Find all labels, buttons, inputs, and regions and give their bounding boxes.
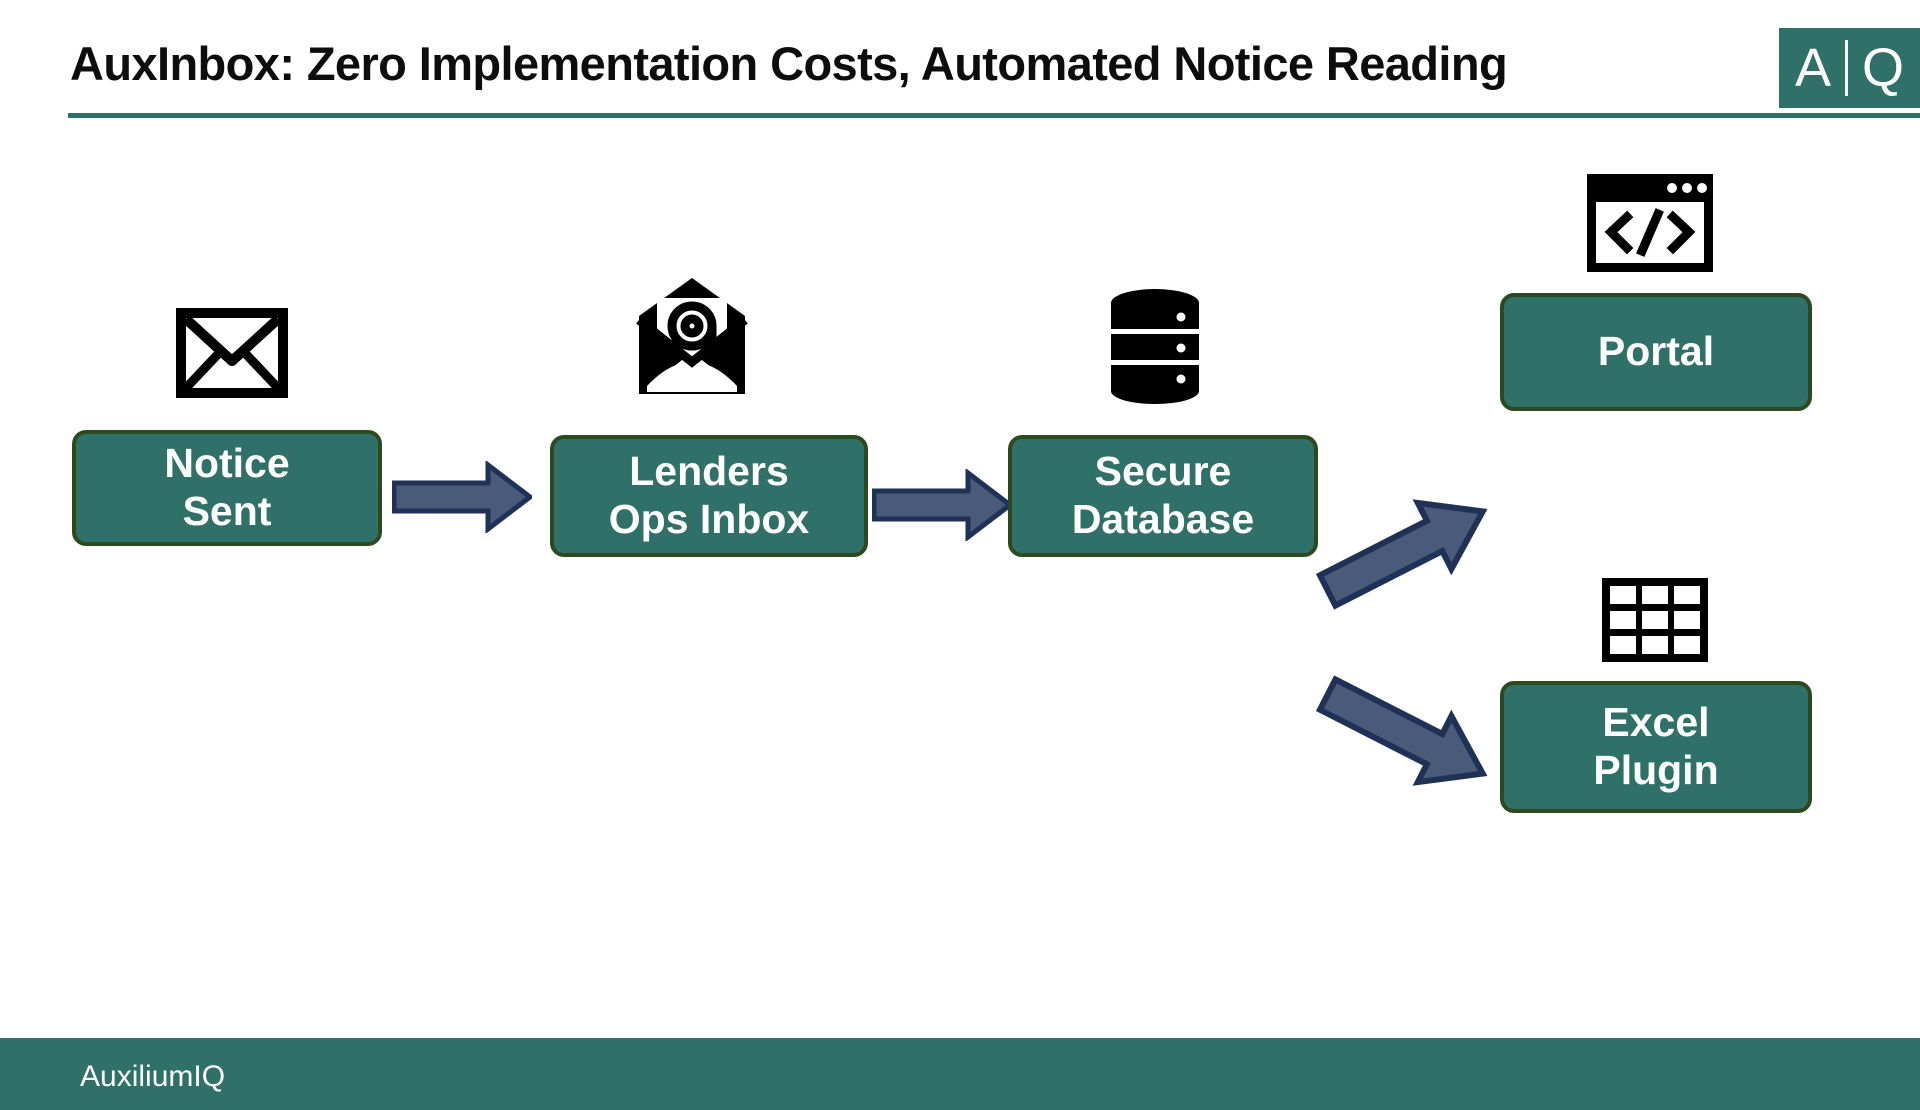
flow-node-portal[interactable]: Portal bbox=[1500, 293, 1812, 411]
spreadsheet-grid-icon bbox=[1602, 578, 1708, 667]
flow-node-secure-database[interactable]: Secure Database bbox=[1008, 435, 1318, 557]
page-title: AuxInbox: Zero Implementation Costs, Aut… bbox=[70, 37, 1508, 90]
node-line-2: Plugin bbox=[1593, 747, 1719, 793]
envelope-closed-icon bbox=[176, 308, 288, 403]
code-window-icon bbox=[1587, 174, 1713, 277]
node-line-1: Notice bbox=[164, 440, 290, 487]
arrow-database-to-portal bbox=[1312, 485, 1502, 620]
slide-header: AuxInbox: Zero Implementation Costs, Aut… bbox=[0, 0, 1920, 128]
brand-divider bbox=[1845, 40, 1848, 96]
footer-company-name: AuxiliumIQ bbox=[80, 1060, 226, 1093]
node-line-2: Sent bbox=[182, 488, 272, 534]
node-line-1: Excel bbox=[1602, 699, 1710, 746]
arrow-database-to-excel bbox=[1312, 670, 1502, 805]
arrow-notice-to-inbox bbox=[391, 459, 535, 538]
brand-letter-q: Q bbox=[1862, 38, 1905, 98]
flow-node-notice-sent[interactable]: Notice Sent bbox=[72, 430, 382, 546]
slide-footer: AuxiliumIQ bbox=[0, 1038, 1920, 1110]
flow-node-excel-plugin[interactable]: Excel Plugin bbox=[1500, 681, 1812, 813]
node-line-2: Ops Inbox bbox=[608, 496, 810, 542]
flow-node-secure-database-label: Secure Database bbox=[1062, 448, 1264, 544]
title-underline-rule bbox=[68, 113, 1920, 118]
node-line-1: Secure bbox=[1094, 448, 1232, 495]
brand-letter-a: A bbox=[1794, 38, 1831, 98]
brand-logo: A Q bbox=[1779, 28, 1920, 108]
database-icon bbox=[1105, 286, 1205, 409]
flow-node-notice-sent-label: Notice Sent bbox=[154, 440, 299, 536]
flow-node-lenders-ops-inbox-label: Lenders Ops Inbox bbox=[599, 448, 819, 544]
process-flow-diagram: Notice Sent Lenders Ops Inbox Secure Dat… bbox=[0, 128, 1920, 1038]
arrow-inbox-to-database bbox=[871, 467, 1015, 546]
node-line-2: Database bbox=[1071, 496, 1255, 542]
envelope-open-at-icon bbox=[633, 276, 751, 403]
flow-node-lenders-ops-inbox[interactable]: Lenders Ops Inbox bbox=[550, 435, 868, 557]
flow-node-portal-label: Portal bbox=[1597, 328, 1715, 375]
node-line-1: Lenders bbox=[629, 448, 789, 495]
flow-node-excel-plugin-label: Excel Plugin bbox=[1583, 699, 1728, 795]
